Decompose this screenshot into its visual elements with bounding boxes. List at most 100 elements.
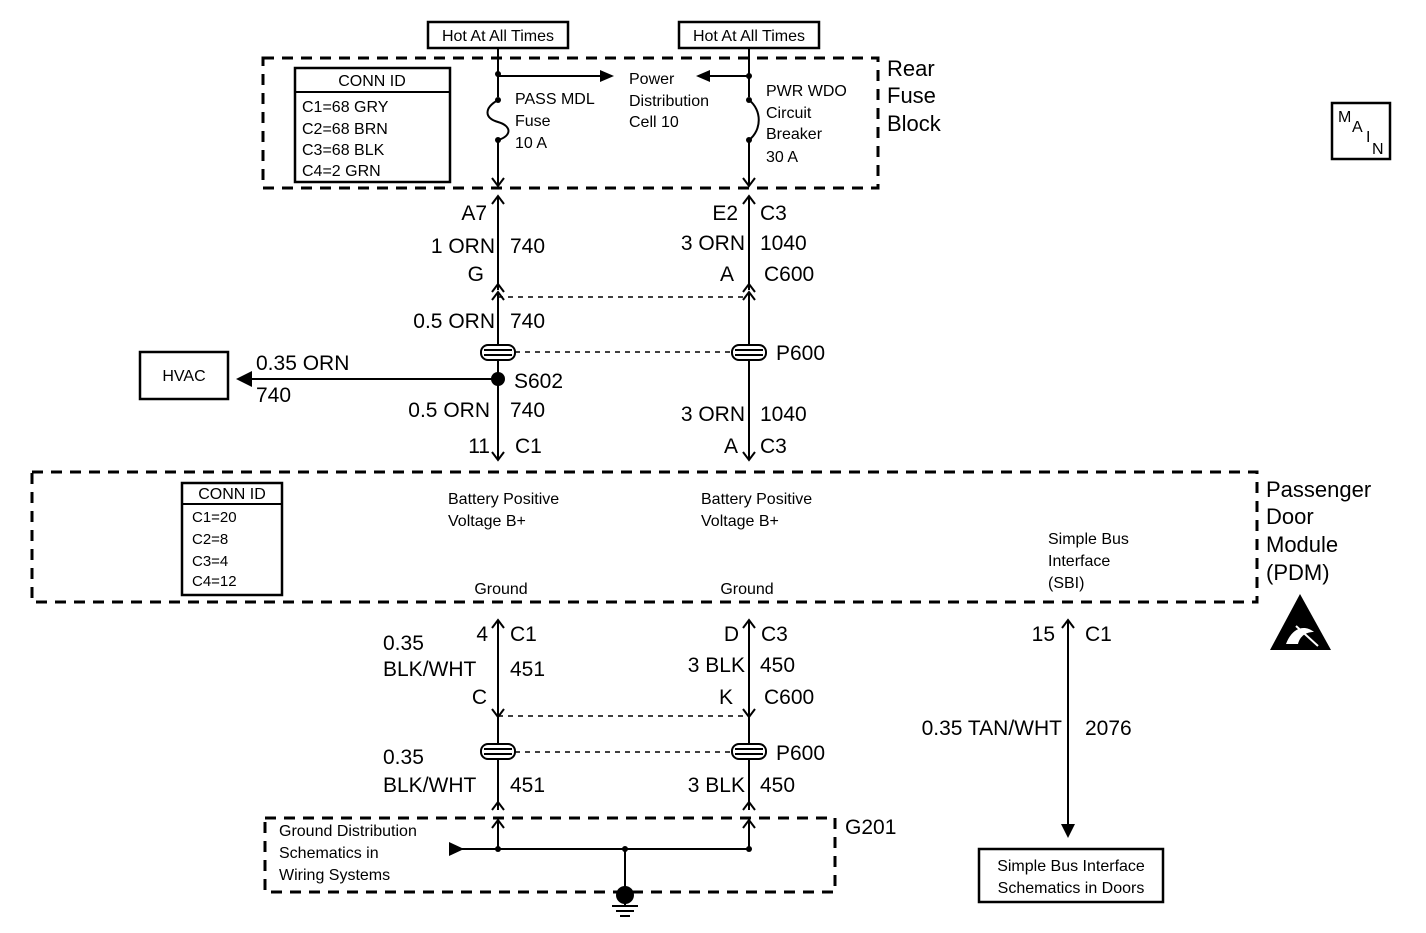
hot-at-all-times-left: Hot At All Times	[426, 20, 570, 50]
svg-text:Block: Block	[887, 111, 942, 136]
svg-text:0.35 ORN: 0.35 ORN	[256, 352, 349, 375]
circuit-1040-wire	[742, 194, 756, 462]
svg-text:Battery Positive: Battery Positive	[448, 491, 559, 508]
pdm-bplus-right: Battery Positive Voltage B+	[701, 491, 812, 530]
svg-text:Interface: Interface	[1048, 553, 1110, 570]
ground-distribution-label: Ground Distribution Schematics in Wiring…	[279, 823, 417, 884]
circuit-450-labels: D C3 3 BLK 450 K C600 P600 3 BLK 450	[688, 623, 825, 797]
svg-text:740: 740	[256, 384, 291, 407]
conn-id-row: C1=68 GRY	[302, 99, 389, 116]
svg-text:C1: C1	[515, 435, 542, 458]
pdm-title: Passenger Door Module (PDM)	[1266, 477, 1371, 585]
hot-left-label: Hot At All Times	[442, 28, 554, 45]
power-distribution-label: Power Distribution Cell 10	[629, 71, 709, 131]
svg-text:HVAC: HVAC	[162, 368, 205, 385]
conn-id-row: C3=68 BLK	[302, 142, 385, 159]
svg-text:G: G	[468, 263, 484, 286]
rear-fuse-block-outline	[261, 56, 880, 190]
circuit-740-labels: A7 1 ORN 740 G 0.5 ORN 740 S602 0.5 ORN …	[408, 202, 563, 458]
svg-text:0.35: 0.35	[383, 632, 424, 655]
svg-text:Voltage B+: Voltage B+	[448, 513, 526, 530]
svg-text:D: D	[724, 623, 739, 646]
hot-at-all-times-right: Hot At All Times	[677, 20, 821, 50]
svg-text:3 ORN: 3 ORN	[681, 403, 745, 426]
svg-text:Door: Door	[1266, 504, 1314, 529]
svg-text:Cell 10: Cell 10	[629, 114, 679, 131]
svg-text:0.5 ORN: 0.5 ORN	[408, 399, 490, 422]
svg-text:Ground Distribution: Ground Distribution	[279, 823, 417, 840]
connector-p600-left-upper	[480, 344, 516, 361]
svg-text:Schematics in: Schematics in	[279, 845, 379, 862]
circuit-451-labels: 4 C1 0.35 BLK/WHT 451 C 0.35 BLK/WHT 451	[383, 623, 545, 797]
svg-text:3 BLK: 3 BLK	[688, 654, 745, 677]
connector-p600-left-lower	[480, 743, 516, 760]
svg-text:1040: 1040	[760, 232, 807, 255]
pdm-outline	[30, 470, 1259, 604]
conn-id-row: C2=68 BRN	[302, 121, 388, 138]
svg-text:C3: C3	[760, 202, 787, 225]
svg-text:C3: C3	[760, 435, 787, 458]
pass-mdl-fuse-label: PASS MDL Fuse 10 A	[515, 91, 595, 152]
svg-text:1 ORN: 1 ORN	[431, 235, 495, 258]
svg-text:Rear: Rear	[887, 56, 935, 81]
pdm-ground-right: Ground	[720, 581, 773, 598]
svg-text:451: 451	[510, 658, 545, 681]
svg-text:C3: C3	[761, 623, 788, 646]
circuit-451-wire	[491, 618, 505, 849]
svg-text:Breaker: Breaker	[766, 126, 823, 143]
svg-text:Power: Power	[629, 71, 675, 88]
conn-id-row: C4=2 GRN	[302, 163, 381, 180]
rear-fuse-conn-id-table: CONN ID C1=68 GRY C2=68 BRN C3=68 BLK C4…	[293, 66, 452, 184]
svg-text:Module: Module	[1266, 532, 1338, 557]
svg-text:A7: A7	[461, 202, 487, 225]
svg-text:Circuit: Circuit	[766, 105, 812, 122]
svg-text:C1: C1	[1085, 623, 1112, 646]
main-badge: M A I N	[1330, 101, 1392, 161]
hvac-box: HVAC	[138, 350, 230, 401]
circuit-2076-labels: 15 C1 0.35 TAN/WHT 2076	[922, 623, 1132, 740]
svg-text:Passenger: Passenger	[1266, 477, 1371, 502]
svg-text:Fuse: Fuse	[515, 113, 551, 130]
svg-text:740: 740	[510, 310, 545, 333]
conn-id-row: C1=20	[192, 509, 237, 526]
svg-text:15: 15	[1032, 623, 1055, 646]
svg-text:C600: C600	[764, 263, 814, 286]
hvac-branch: 0.35 ORN 740	[236, 352, 498, 407]
pdm-conn-id-table: CONN ID C1=20 C2=8 C3=4 C4=12	[180, 481, 284, 597]
svg-text:Simple Bus Interface: Simple Bus Interface	[997, 858, 1145, 875]
svg-text:A: A	[724, 435, 738, 458]
svg-text:10 A: 10 A	[515, 135, 547, 152]
svg-text:740: 740	[510, 235, 545, 258]
conn-id-row: C3=4	[192, 553, 228, 570]
svg-text:0.35 TAN/WHT: 0.35 TAN/WHT	[922, 717, 1063, 740]
connector-p600-right-upper	[731, 344, 767, 361]
circuit-2076-wire	[1061, 618, 1075, 838]
svg-text:E2: E2	[712, 202, 738, 225]
svg-text:1040: 1040	[760, 403, 807, 426]
svg-text:BLK/WHT: BLK/WHT	[383, 658, 477, 681]
svg-text:PASS MDL: PASS MDL	[515, 91, 595, 108]
svg-text:4: 4	[476, 623, 488, 646]
svg-text:Fuse: Fuse	[887, 83, 936, 108]
svg-text:Schematics in Doors: Schematics in Doors	[998, 880, 1145, 897]
svg-text:P600: P600	[776, 342, 825, 365]
svg-text:S602: S602	[514, 370, 563, 393]
svg-text:2076: 2076	[1085, 717, 1132, 740]
svg-text:3 ORN: 3 ORN	[681, 232, 745, 255]
circuit-450-wire	[742, 618, 756, 849]
conn-id-header: CONN ID	[198, 486, 266, 503]
svg-text:C: C	[472, 686, 487, 709]
svg-text:N: N	[1372, 141, 1384, 158]
svg-text:Simple Bus: Simple Bus	[1048, 531, 1129, 548]
svg-text:30 A: 30 A	[766, 149, 798, 166]
pdm-ground-left: Ground	[474, 581, 527, 598]
pdm-sbi-label: Simple Bus Interface (SBI)	[1048, 531, 1129, 592]
circuit-740-wire	[491, 194, 505, 462]
ground-block-outline	[263, 816, 837, 894]
svg-text:C1: C1	[510, 623, 537, 646]
ground-bus	[449, 842, 752, 905]
svg-text:A: A	[1352, 119, 1363, 136]
svg-text:0.35: 0.35	[383, 746, 424, 769]
svg-text:0.5 ORN: 0.5 ORN	[413, 310, 495, 333]
